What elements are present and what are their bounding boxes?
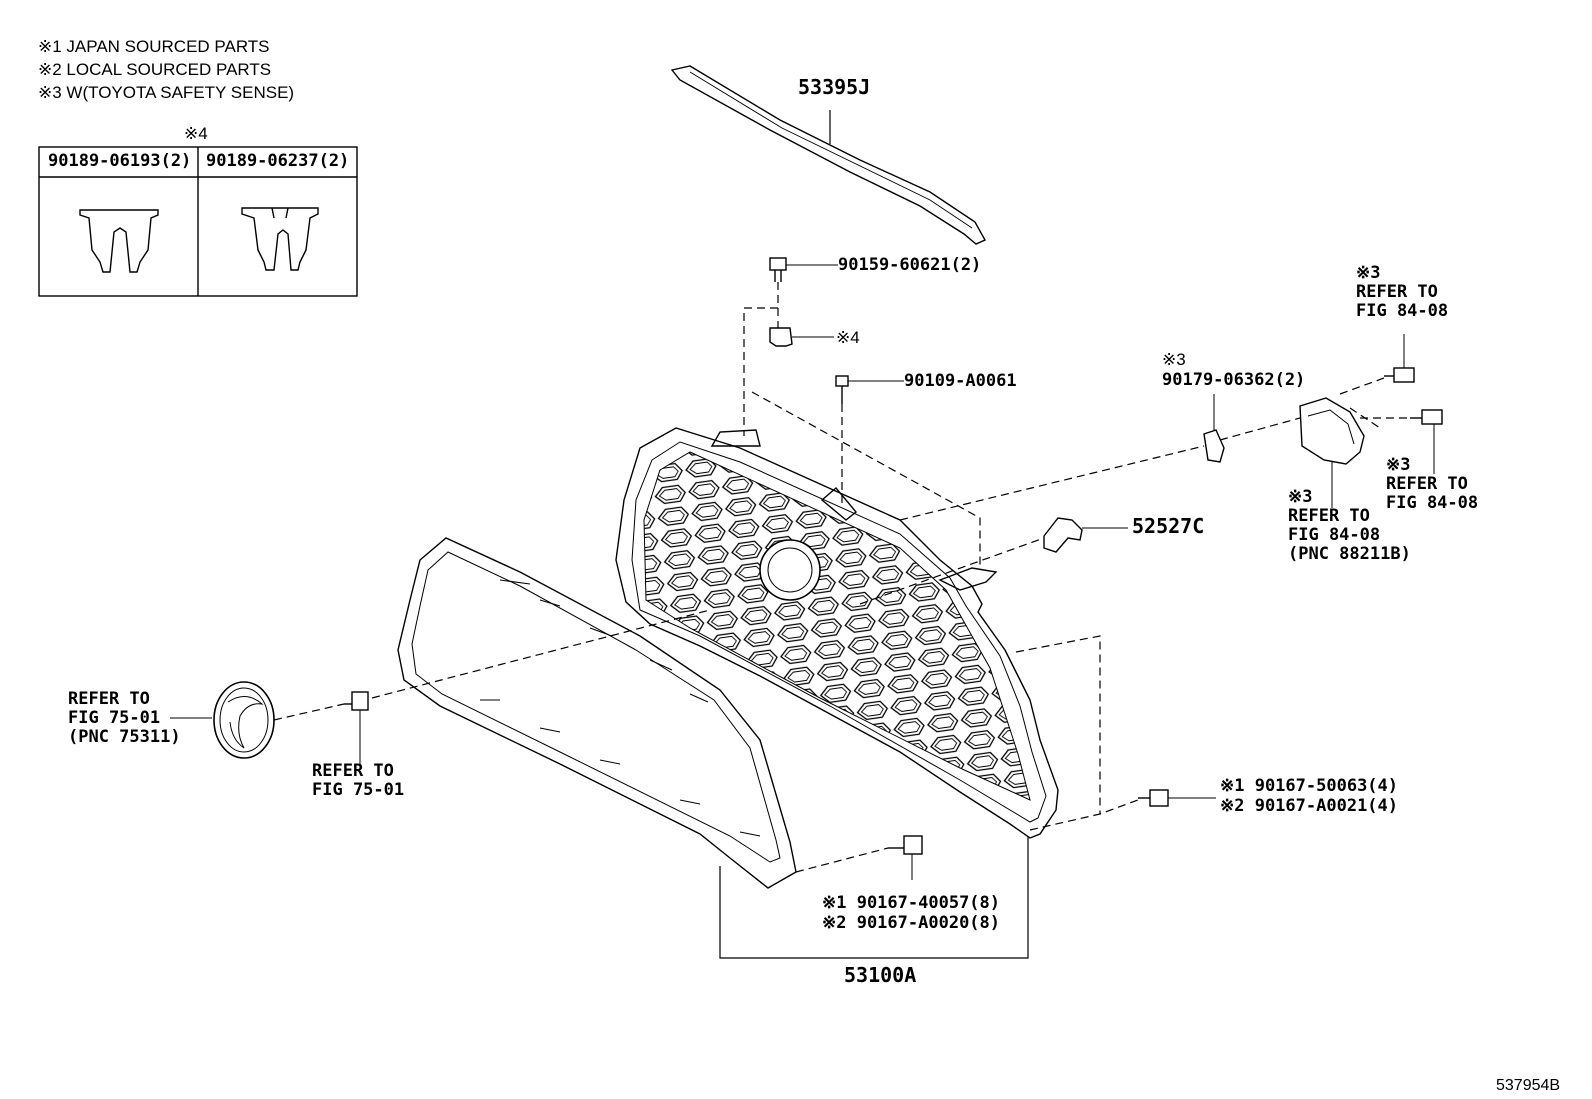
- screw-90109-a0061-icon: [835, 375, 904, 404]
- bolt-90159-60621-icon: [769, 257, 838, 282]
- grille-assy-bracket-line: [719, 836, 1029, 959]
- screw-90167-50063-icon: [1138, 789, 1216, 807]
- label-ref-84-08-mid[interactable]: ※3 REFER TO FIG 84-08: [1386, 455, 1479, 513]
- label-90179-06362[interactable]: 90179-06362(2): [1162, 370, 1306, 390]
- label-nut-ref-75-01[interactable]: REFER TO FIG 75-01: [312, 761, 405, 800]
- label-52527c[interactable]: 52527C: [1132, 514, 1205, 538]
- label-emblem-ref-75-01[interactable]: REFER TO FIG 75-01 (PNC 75311): [68, 689, 181, 747]
- grille-surround-part: [397, 537, 797, 889]
- label-53100a[interactable]: 53100A: [844, 963, 917, 987]
- clip-table-mark: ※4: [184, 124, 208, 143]
- label-90167-50063[interactable]: ※1 90167-50063(4): [1220, 776, 1399, 796]
- grille-53100a-part: [615, 427, 1059, 839]
- bracket-52527c-part: [1043, 517, 1128, 553]
- label-90109-a0061[interactable]: 90109-A0061: [904, 371, 1017, 391]
- molding-53395j-part: [670, 65, 986, 245]
- label-53395j[interactable]: 53395J: [798, 75, 871, 99]
- label-90167-40057[interactable]: ※1 90167-40057(8): [822, 893, 1001, 913]
- label-90167-a0020[interactable]: ※2 90167-A0020(8): [822, 913, 1001, 933]
- note-japan-sourced: ※1 JAPAN SOURCED PARTS: [38, 37, 270, 56]
- emblem-icon: [170, 681, 275, 759]
- bolt-84-08-mid-icon: [1410, 409, 1443, 474]
- clip-90189-06193-icon: [79, 209, 159, 273]
- label-90159-60621[interactable]: 90159-60621(2): [838, 255, 982, 275]
- clip-table-box: [38, 146, 358, 297]
- bolt-84-08-top-icon: [1384, 334, 1415, 383]
- leader-lines: [273, 282, 1410, 873]
- nut-75-01-icon: [344, 691, 369, 768]
- note-toyota-safety-sense: ※3 W(TOYOTA SAFETY SENSE): [38, 83, 295, 102]
- label-ref-sensor-88211b[interactable]: ※3 REFER TO FIG 84-08 (PNC 88211B): [1288, 487, 1411, 564]
- clip-table-col2[interactable]: 90189-06237(2): [206, 151, 350, 171]
- label-clip-sensor-mark: ※3: [1162, 350, 1186, 369]
- sensor-88211b-part: [1299, 397, 1365, 508]
- clip-90179-06362-icon: [1203, 394, 1225, 463]
- screw-90167-40057-icon: [888, 835, 923, 880]
- note-local-sourced: ※2 LOCAL SOURCED PARTS: [38, 60, 272, 79]
- label-90167-a0021[interactable]: ※2 90167-A0021(4): [1220, 796, 1399, 816]
- clip-table-col1[interactable]: 90189-06193(2): [48, 151, 192, 171]
- clip-90189-06237-icon: [241, 207, 319, 271]
- label-clip-4: ※4: [836, 328, 860, 347]
- label-ref-84-08-top[interactable]: ※3 REFER TO FIG 84-08: [1356, 263, 1449, 321]
- figure-id: 537954B: [1496, 1077, 1561, 1094]
- clip-4-icon: [769, 327, 834, 347]
